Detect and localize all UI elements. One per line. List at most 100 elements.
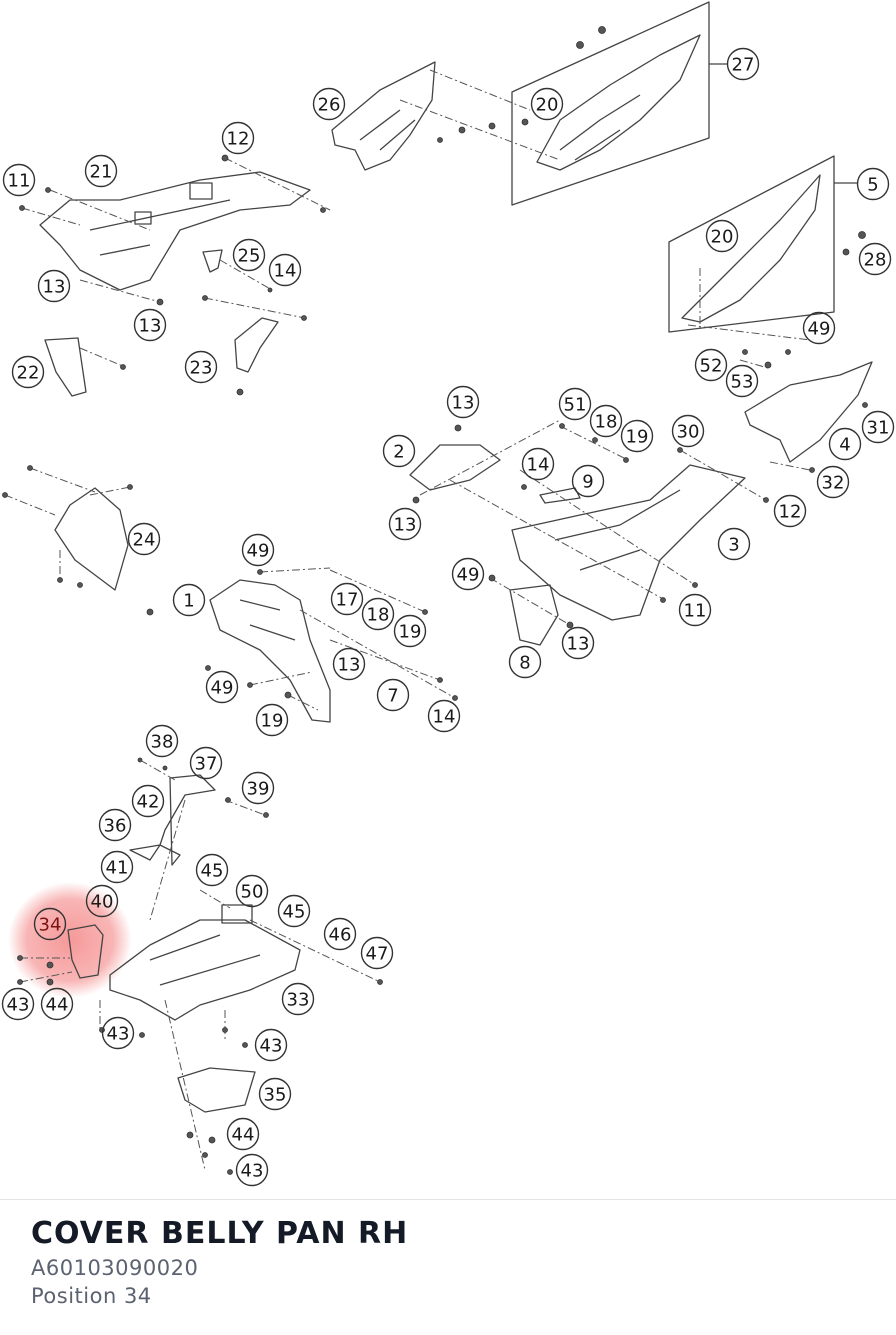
callout-circle-43[interactable] — [1, 987, 35, 1021]
callout-circle-43[interactable] — [254, 1028, 288, 1062]
callout-label-26[interactable]: 26 — [318, 95, 341, 116]
callout-circle-17[interactable] — [330, 582, 364, 616]
callout-circle-28[interactable] — [858, 242, 892, 276]
callout-circle-49[interactable] — [241, 533, 275, 567]
callout-label-19[interactable]: 19 — [399, 622, 422, 643]
callout-circle-18[interactable] — [589, 404, 623, 438]
callout-circle-45[interactable] — [195, 853, 229, 887]
callout-circle-13[interactable] — [446, 385, 480, 419]
callout-circle-47[interactable] — [360, 936, 394, 970]
callout-circle-43[interactable] — [101, 1016, 135, 1050]
callout-circle-13[interactable] — [37, 269, 71, 303]
callout-label-20[interactable]: 20 — [536, 95, 559, 116]
callout-circle-19[interactable] — [255, 703, 289, 737]
callout-circle-23[interactable] — [184, 350, 218, 384]
callout-circle-21[interactable] — [84, 154, 118, 188]
callout-label-5[interactable]: 5 — [867, 175, 878, 196]
callout-circle-19[interactable] — [620, 419, 654, 453]
callout-label-44[interactable]: 44 — [46, 995, 69, 1016]
callout-label-40[interactable]: 40 — [91, 892, 114, 913]
callout-circle-46[interactable] — [323, 917, 357, 951]
callout-circle-25[interactable] — [232, 238, 266, 272]
callout-circle-11[interactable] — [678, 593, 712, 627]
callout-label-44[interactable]: 44 — [232, 1125, 255, 1146]
callout-label-23[interactable]: 23 — [190, 358, 213, 379]
callout-label-27[interactable]: 27 — [732, 55, 755, 76]
callout-circle-2[interactable] — [382, 434, 416, 468]
callout-circle-40[interactable] — [85, 884, 119, 918]
callout-label-46[interactable]: 46 — [329, 925, 352, 946]
callout-circle-44[interactable] — [40, 987, 74, 1021]
callout-label-13[interactable]: 13 — [43, 277, 66, 298]
callout-circle-13[interactable] — [561, 626, 595, 660]
callout-label-43[interactable]: 43 — [7, 995, 30, 1016]
callout-label-19[interactable]: 19 — [626, 427, 649, 448]
callout-circle-24[interactable] — [127, 522, 161, 556]
callout-circle-12[interactable] — [773, 494, 807, 528]
callout-circle-39[interactable] — [241, 771, 275, 805]
callout-label-43[interactable]: 43 — [107, 1024, 130, 1045]
callout-label-13[interactable]: 13 — [139, 316, 162, 337]
callout-circle-13[interactable] — [388, 507, 422, 541]
callout-circle-5[interactable] — [856, 167, 890, 201]
callout-circle-19[interactable] — [393, 614, 427, 648]
callout-label-35[interactable]: 35 — [264, 1085, 287, 1106]
callout-circle-49[interactable] — [205, 670, 239, 704]
callout-circle-50[interactable] — [235, 874, 269, 908]
callout-label-19[interactable]: 19 — [261, 711, 284, 732]
callout-label-11[interactable]: 11 — [684, 601, 707, 622]
callout-label-4[interactable]: 4 — [839, 435, 850, 456]
callout-label-32[interactable]: 32 — [822, 473, 845, 494]
callout-label-33[interactable]: 33 — [287, 990, 310, 1011]
callout-label-24[interactable]: 24 — [133, 530, 156, 551]
callout-label-43[interactable]: 43 — [241, 1161, 264, 1182]
callout-label-51[interactable]: 51 — [564, 395, 587, 416]
callout-circle-41[interactable] — [100, 850, 134, 884]
callout-circle-43[interactable] — [235, 1153, 269, 1187]
callout-label-28[interactable]: 28 — [864, 250, 887, 271]
callout-circle-14[interactable] — [521, 447, 555, 481]
callout-label-18[interactable]: 18 — [367, 605, 390, 626]
callout-label-49[interactable]: 49 — [808, 319, 831, 340]
callout-label-30[interactable]: 30 — [677, 422, 700, 443]
callout-circle-32[interactable] — [816, 465, 850, 499]
callout-label-49[interactable]: 49 — [457, 565, 480, 586]
callout-label-36[interactable]: 36 — [104, 816, 127, 837]
callout-label-45[interactable]: 45 — [283, 902, 306, 923]
callout-label-39[interactable]: 39 — [247, 779, 270, 800]
callout-circle-35[interactable] — [258, 1077, 292, 1111]
callout-label-52[interactable]: 52 — [700, 356, 723, 377]
callout-circle-37[interactable] — [189, 746, 223, 780]
callout-circle-13[interactable] — [332, 647, 366, 681]
callout-circle-8[interactable] — [508, 645, 542, 679]
callout-circle-12[interactable] — [221, 121, 255, 155]
callout-label-14[interactable]: 14 — [433, 707, 456, 728]
callout-circle-4[interactable] — [828, 427, 862, 461]
callout-label-20[interactable]: 20 — [711, 227, 734, 248]
callout-label-31[interactable]: 31 — [867, 418, 890, 439]
callout-circle-34[interactable] — [33, 907, 67, 941]
callout-circle-26[interactable] — [312, 87, 346, 121]
callout-label-50[interactable]: 50 — [241, 882, 264, 903]
callout-label-9[interactable]: 9 — [582, 472, 593, 493]
callout-circle-20[interactable] — [705, 219, 739, 253]
callout-label-17[interactable]: 17 — [336, 590, 359, 611]
callout-circle-36[interactable] — [98, 808, 132, 842]
callout-label-13[interactable]: 13 — [452, 393, 475, 414]
callout-circle-53[interactable] — [725, 364, 759, 398]
callout-label-12[interactable]: 12 — [227, 129, 250, 150]
callout-circle-45[interactable] — [277, 894, 311, 928]
callout-label-22[interactable]: 22 — [17, 363, 40, 384]
callout-label-12[interactable]: 12 — [779, 502, 802, 523]
callout-label-38[interactable]: 38 — [151, 732, 174, 753]
callout-circle-20[interactable] — [530, 87, 564, 121]
callout-label-13[interactable]: 13 — [567, 634, 590, 655]
callout-circle-18[interactable] — [361, 597, 395, 631]
callout-label-53[interactable]: 53 — [731, 372, 754, 393]
callout-circle-49[interactable] — [451, 557, 485, 591]
callout-label-3[interactable]: 3 — [728, 535, 739, 556]
callout-circle-30[interactable] — [671, 414, 705, 448]
callout-label-43[interactable]: 43 — [260, 1036, 283, 1057]
callout-circle-3[interactable] — [717, 527, 751, 561]
callout-label-14[interactable]: 14 — [527, 455, 550, 476]
